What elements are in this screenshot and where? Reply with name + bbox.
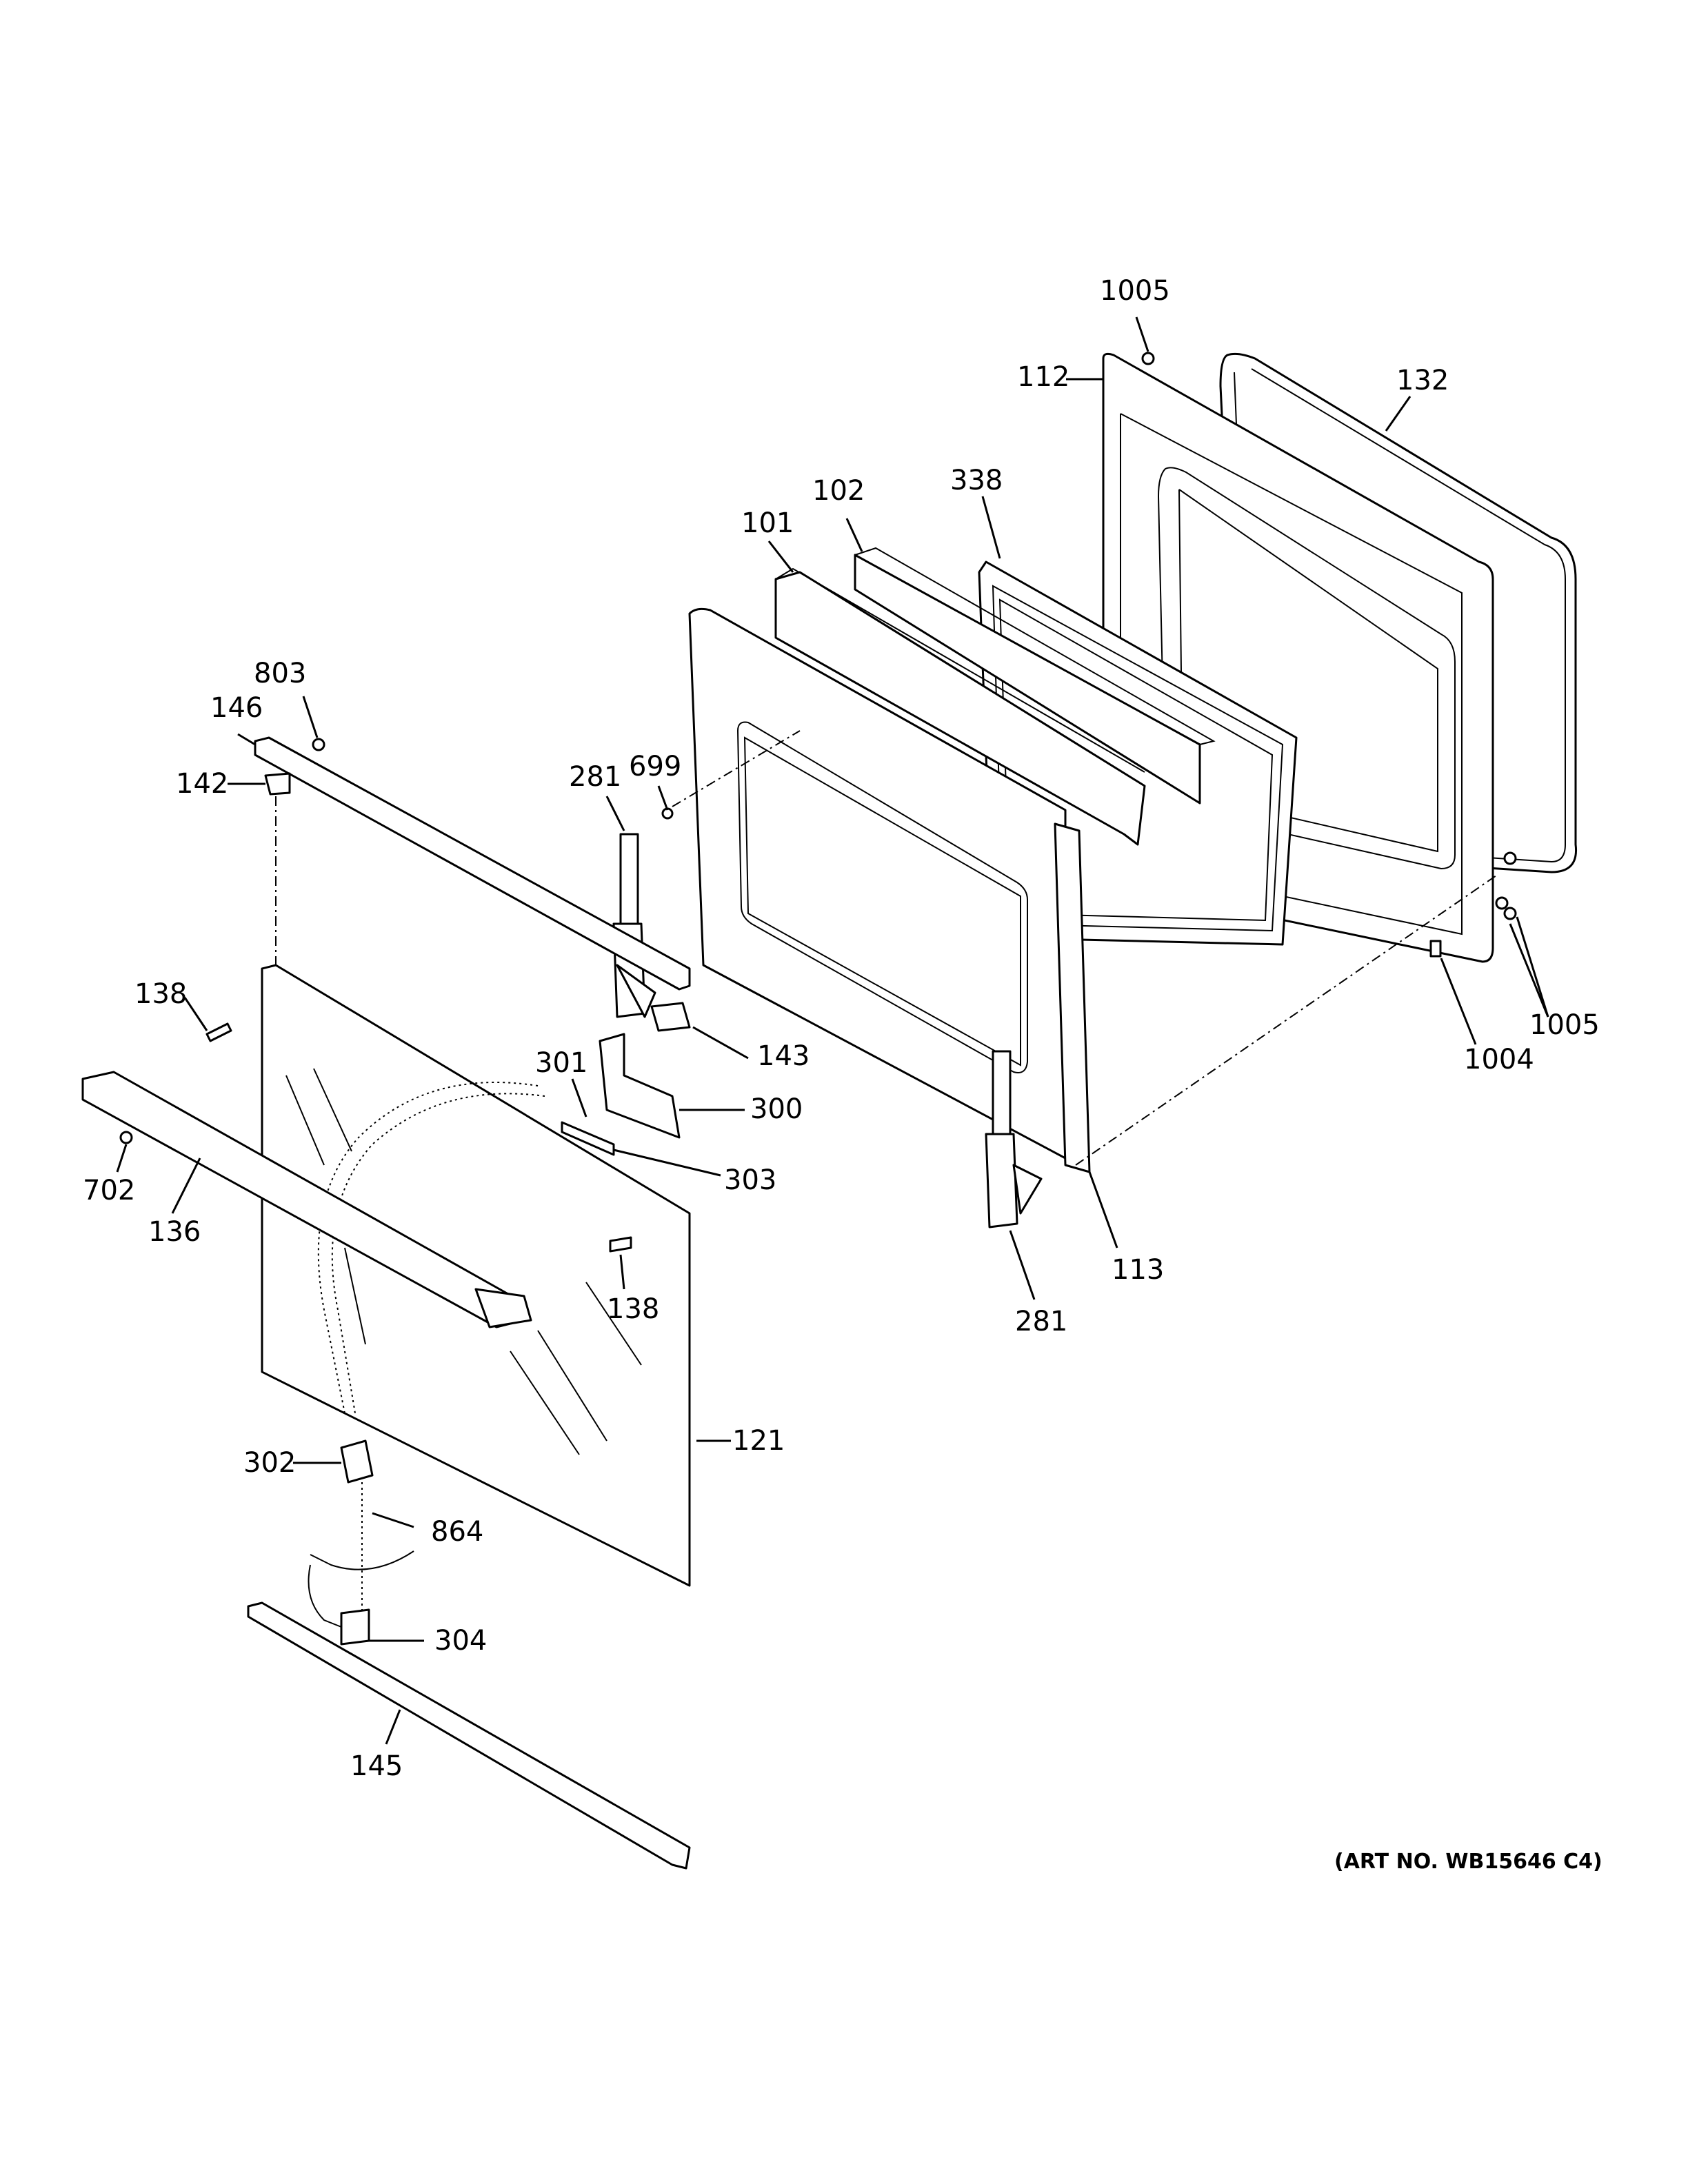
- callout-138-left: 138: [134, 978, 187, 1010]
- screw-1005-right-b: [1503, 907, 1517, 920]
- bottom-trim-145: [247, 1601, 691, 1870]
- top-trim-146: [254, 736, 691, 991]
- screw-699: [661, 807, 674, 820]
- callout-146: 146: [210, 692, 263, 724]
- callout-699: 699: [629, 751, 681, 782]
- screw-1005-top: [1141, 352, 1155, 365]
- hinge-281-top: [612, 833, 656, 1018]
- callout-303: 303: [724, 1164, 776, 1196]
- callout-121: 121: [732, 1425, 785, 1457]
- callout-132: 132: [1396, 365, 1449, 396]
- callout-143: 143: [757, 1040, 810, 1072]
- callout-803: 803: [254, 658, 306, 689]
- callout-702: 702: [83, 1175, 135, 1206]
- callout-301: 301: [535, 1047, 587, 1079]
- screw-1005-right-a: [1503, 851, 1517, 865]
- alignment-lines: [275, 730, 1497, 1166]
- connector-304: [308, 1564, 370, 1646]
- callout-281-bottom: 281: [1015, 1306, 1067, 1337]
- connector-302: [340, 1439, 374, 1484]
- bracket-300: [599, 1033, 681, 1139]
- plug-702: [119, 1131, 133, 1144]
- callout-113: 113: [1112, 1254, 1164, 1286]
- stud-138-left: [205, 1022, 232, 1042]
- screw-1004: [1429, 940, 1442, 958]
- screw-1005-right-c: [1495, 896, 1509, 910]
- hinge-281-bottom: [985, 1050, 1043, 1228]
- callout-281-top: 281: [569, 761, 621, 793]
- insulation-102: [854, 547, 1216, 805]
- handle-136: [81, 1071, 532, 1328]
- callout-304: 304: [434, 1625, 487, 1657]
- callout-300: 300: [750, 1093, 803, 1125]
- leader-lines: [116, 316, 1549, 1745]
- callout-136: 136: [148, 1216, 201, 1248]
- callout-1004: 1004: [1464, 1044, 1534, 1075]
- bracket-143: [650, 1002, 691, 1032]
- callout-145: 145: [350, 1750, 403, 1782]
- callout-338: 338: [950, 465, 1003, 496]
- insulation-101: [774, 567, 1146, 846]
- callout-101: 101: [741, 507, 794, 539]
- callout-302: 302: [243, 1447, 296, 1479]
- stud-138-right: [609, 1236, 632, 1253]
- callout-112: 112: [1017, 361, 1069, 393]
- callout-labels: 1005 112 132 338 102 101 803 146 142 281…: [83, 275, 1600, 1782]
- callout-864: 864: [431, 1516, 483, 1548]
- bracket-142: [264, 772, 291, 796]
- art-number: (ART NO. WB15646 C4): [1334, 1850, 1602, 1874]
- callout-1005-right: 1005: [1529, 1009, 1600, 1041]
- callout-1005-top: 1005: [1100, 275, 1170, 307]
- harness-864: [310, 1482, 414, 1613]
- callout-142: 142: [176, 768, 228, 800]
- door-frame-113: [688, 607, 1091, 1173]
- screw-803: [312, 738, 325, 751]
- callout-138-right: 138: [607, 1293, 659, 1325]
- switch-303: [561, 1121, 615, 1156]
- callout-102: 102: [812, 475, 865, 507]
